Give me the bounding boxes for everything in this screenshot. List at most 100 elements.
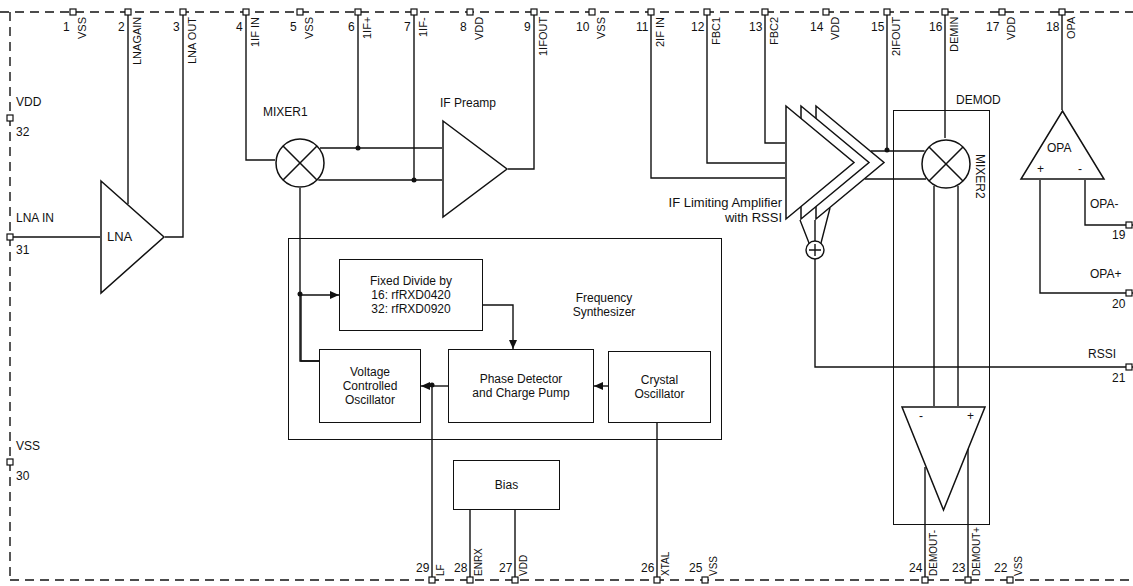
node-label: Fixed Divide by 16: rfRXD0420 32: rfRXD0… (365, 274, 457, 316)
pin-number: 2 (118, 21, 125, 34)
pin-number: 12 (691, 21, 704, 34)
pin-name: 1IF IN (249, 17, 261, 47)
shape-outline (921, 139, 971, 189)
wires (10, 15, 1133, 580)
pin-number: 18 (1046, 21, 1059, 34)
pin-number: 22 (994, 562, 1007, 575)
pin-number: 20 (1112, 298, 1125, 311)
pin-name: LNA OUT (186, 17, 198, 64)
pin-pads (7, 9, 1132, 583)
pin-name: FBC2 (768, 17, 780, 45)
pin-name: VDD (16, 96, 41, 109)
limiting-amplifier: IF Limiting Amplifier with RSSI (785, 105, 885, 220)
shape-outline (442, 120, 508, 218)
connector (594, 382, 608, 390)
oscillator-box: Crystal Oscillator (608, 351, 711, 423)
pin-number: 26 (641, 562, 654, 575)
pin-number: 4 (236, 21, 243, 34)
pin-name: OPA (1065, 17, 1077, 39)
node-label: Voltage Controlled Oscillator (325, 365, 415, 407)
mixer-symbol: MIXER1 (275, 138, 325, 188)
pin-number: 31 (16, 244, 29, 257)
pin-number: 19 (1112, 229, 1125, 242)
node-label: MIXER2 (974, 154, 986, 199)
pin-name: 1IF- (417, 17, 429, 37)
pin-name: VSS (16, 440, 40, 453)
pin-number: 16 (929, 21, 942, 34)
pin-name: LF (435, 564, 446, 576)
node-label: - (1078, 162, 1082, 176)
mixer-symbol: MIXER2 (921, 139, 971, 189)
pin-name: 1IFOUT (537, 17, 549, 56)
node-label: LNA (107, 229, 132, 244)
pin-name: VDD (829, 17, 841, 40)
node-label: IF Limiting Amplifier with RSSI (654, 195, 782, 225)
pin-number: 24 (909, 562, 922, 575)
pin-name: XTAL (660, 552, 671, 576)
pin-name: 2IF IN (654, 17, 666, 47)
divider-box: Fixed Divide by 16: rfRXD0420 32: rfRXD0… (339, 259, 483, 331)
pin-number: 10 (576, 21, 589, 34)
pin-number: 13 (749, 21, 762, 34)
pin-number: 15 (871, 21, 884, 34)
node-label: + (967, 409, 974, 423)
node-label: IF Preamp (440, 96, 496, 110)
pin-number: 11 (636, 21, 648, 34)
pin-name: VDD (473, 17, 485, 40)
node-label: DEMOD (956, 93, 1001, 107)
demod-block: DEMODMIXER2-+ (893, 110, 990, 525)
pin-number: 5 (290, 21, 297, 34)
node-label: Crystal Oscillator (615, 373, 705, 401)
connector (934, 186, 958, 406)
pin-number: 23 (952, 562, 965, 575)
connector (483, 305, 517, 349)
pin-name: DEMOUT- (928, 530, 939, 576)
node-label: - (919, 409, 923, 423)
pin-name: 2IFOUT (890, 17, 902, 56)
node-label: + (1037, 162, 1044, 176)
pin-number: 30 (16, 470, 29, 483)
pin-number: 3 (173, 21, 180, 34)
pin-name: LNAGAIN (131, 17, 143, 65)
phase-detector-box: Phase Detector and Charge Pump (448, 349, 594, 423)
node-label: OPA (1047, 141, 1071, 155)
pin-number: 6 (348, 21, 355, 34)
pin-number: 17 (986, 21, 999, 34)
demod-amplifier: -+ (901, 406, 986, 511)
pin-name: DEMOUT+ (971, 527, 982, 576)
pin-name: VSS (595, 17, 607, 39)
pin-name: 1IF+ (361, 17, 373, 39)
pin-number: 25 (689, 562, 702, 575)
lna-amplifier: LNA (100, 180, 165, 294)
pin-number: 14 (810, 21, 823, 34)
node-label: Phase Detector and Charge Pump (471, 372, 571, 400)
pin-name: OPA+ (1090, 268, 1121, 281)
pin-name: RSSI (1088, 348, 1116, 361)
chip-outline (0, 12, 1133, 580)
summing-node (806, 241, 824, 259)
connector (421, 382, 448, 390)
pin-name: VSS (303, 17, 315, 39)
shape-outline (275, 138, 325, 188)
connector (301, 291, 339, 361)
node-label: Bias (462, 478, 552, 492)
pin-name: VDD (518, 555, 529, 576)
pin-name: DEMIN (948, 17, 960, 52)
pin-name: LNA IN (16, 212, 54, 225)
pin-number: 1 (63, 21, 70, 34)
pin-number: 9 (524, 21, 531, 34)
shape-outline (785, 105, 885, 220)
vco-box: Voltage Controlled Oscillator (319, 349, 421, 423)
node-label: MIXER1 (263, 105, 308, 119)
node-label: Frequency Synthesizer (554, 291, 654, 319)
pin-number: 8 (460, 21, 467, 34)
opamp-symbol: OPA+ - (1020, 110, 1105, 180)
pin-number: 32 (16, 126, 29, 139)
synthesizer-block: Frequency Synthesizer Fixed Divide by 16:… (288, 238, 722, 440)
pin-name: ENRX (473, 548, 484, 576)
pin-name: FBC1 (710, 17, 722, 45)
pin-name: VSS (76, 17, 88, 39)
pin-number: 28 (454, 562, 467, 575)
